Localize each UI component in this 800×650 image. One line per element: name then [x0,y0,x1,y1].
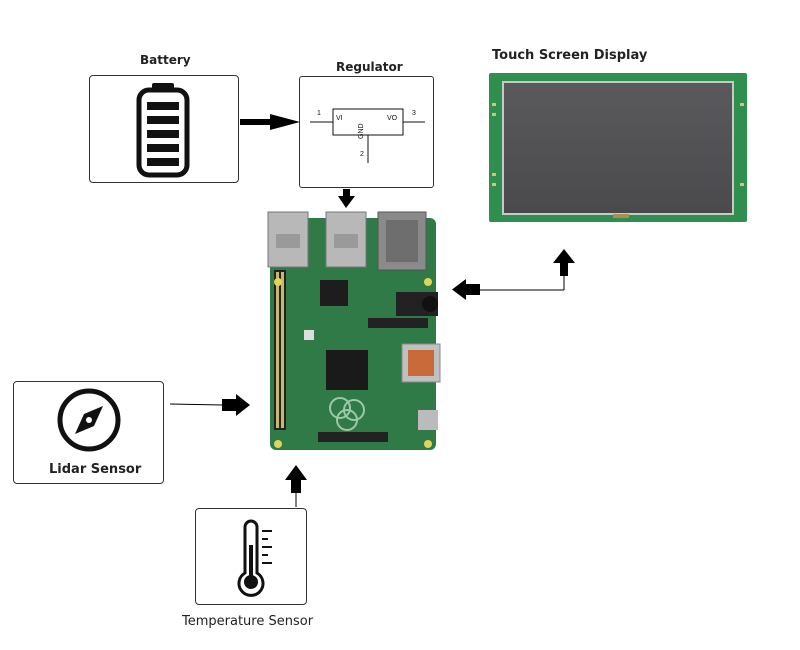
display-label: Touch Screen Display [492,48,648,63]
regulator-pin1: 1 [317,110,321,117]
regulator-label: Regulator [336,60,403,74]
lidar-label: Lidar Sensor [49,462,142,477]
battery-box [89,75,239,183]
arrow-temperature-to-pi [285,465,307,507]
arrow-battery-to-regulator [240,114,300,130]
thermometer-icon [237,519,272,597]
arrow-pi-to-display [452,249,575,300]
arrow-regulator-to-pi [338,189,355,208]
regulator-gnd: GND [358,123,365,139]
regulator-vi: VI [336,115,343,122]
regulator-box: 1 3 2 VI VO GND [299,76,434,188]
regulator-pin2: 2 [360,151,364,158]
temperature-box [195,508,307,605]
compass-icon [57,388,121,452]
regulator-vo: VO [387,115,398,122]
regulator-pin3: 3 [412,110,416,117]
battery-label: Battery [140,53,191,67]
lidar-box: Lidar Sensor [13,381,164,484]
battery-icon [136,83,190,178]
regulator-schematic [310,108,425,163]
touch-screen-display [489,73,747,222]
display-pins [492,103,744,218]
arrow-lidar-to-pi [169,394,250,416]
temperature-label: Temperature Sensor [182,614,314,629]
raspberry-pi-board [267,211,441,450]
